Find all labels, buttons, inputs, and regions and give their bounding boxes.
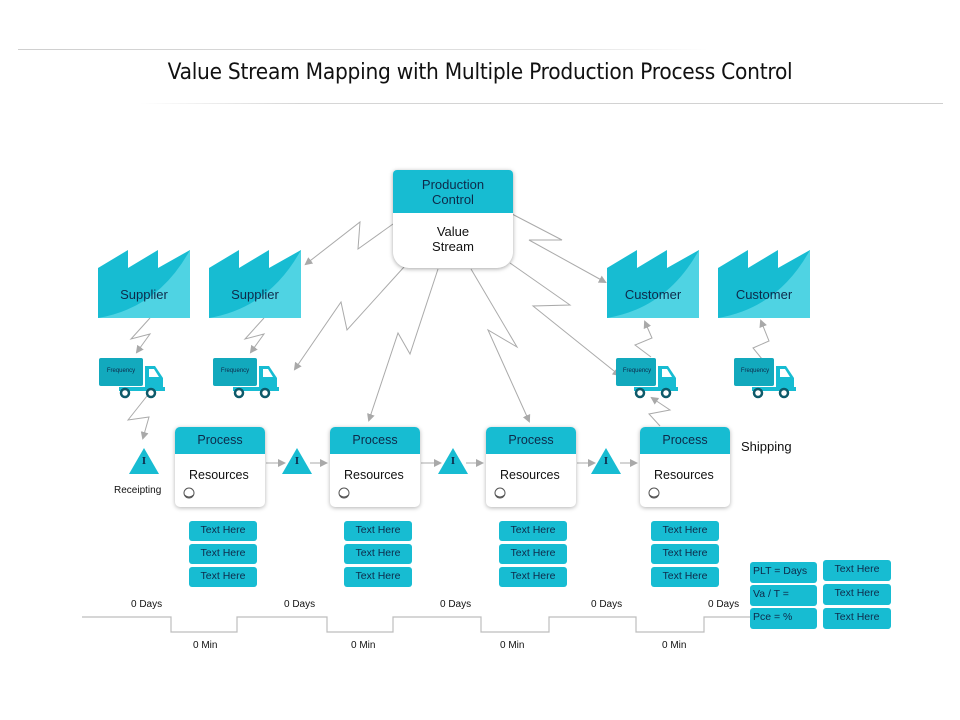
flow-supplier-1-to-truck-1 xyxy=(129,317,152,354)
supplier-factory-1[interactable]: Supplier xyxy=(98,250,190,318)
info-flow-to-truck-2 xyxy=(293,266,405,371)
process-box-4[interactable]: Process Resources xyxy=(640,427,730,507)
truck-icon xyxy=(616,358,678,399)
customer-factory-1[interactable]: Customer xyxy=(607,250,699,318)
process-1-note-2[interactable]: Text Here xyxy=(189,544,257,564)
truck-frequency-label: Frequency xyxy=(622,368,652,374)
timeline-days-4: 0 Days xyxy=(591,599,623,610)
factory-icon xyxy=(718,250,810,318)
factory-label: Supplier xyxy=(231,287,279,302)
flow-supplier-2-to-truck-2 xyxy=(243,317,266,354)
operator-icon xyxy=(494,487,506,499)
info-flow-to-truck-3 xyxy=(509,262,621,377)
timeline-min-2: 0 Min xyxy=(351,640,376,651)
info-flow-to-supplier xyxy=(304,220,394,266)
timeline-min-4: 0 Min xyxy=(662,640,687,651)
production-control-header: Production Control xyxy=(393,170,513,213)
inventory-2: I xyxy=(438,448,468,474)
process-box-3[interactable]: Process Resources xyxy=(486,427,576,507)
factory-icon xyxy=(209,250,301,318)
factory-icon xyxy=(607,250,699,318)
factory-label: Customer xyxy=(735,287,793,302)
truck-frequency-label: Frequency xyxy=(740,368,770,374)
process-3-note-1[interactable]: Text Here xyxy=(499,521,567,541)
process-resources: Resources xyxy=(189,468,249,482)
supplier-factory-2[interactable]: Supplier xyxy=(209,250,301,318)
process-box-1[interactable]: Process Resources xyxy=(175,427,265,507)
timeline-days-2: 0 Days xyxy=(284,599,316,610)
page-title: Value Stream Mapping with Multiple Produ… xyxy=(167,60,793,85)
summary-metric-pce[interactable]: Pce = % xyxy=(750,608,817,629)
process-1-note-3[interactable]: Text Here xyxy=(189,567,257,587)
timeline-days-1: 0 Days xyxy=(131,599,163,610)
factory-label: Supplier xyxy=(120,287,168,302)
process-3-note-3[interactable]: Text Here xyxy=(499,567,567,587)
truck-icon xyxy=(99,358,165,399)
process-header: Process xyxy=(640,427,730,454)
truck-frequency-label: Frequency xyxy=(220,368,250,374)
process-4-note-1[interactable]: Text Here xyxy=(651,521,719,541)
receipting-label: Receipting xyxy=(114,485,162,496)
truck-3[interactable]: Frequency xyxy=(616,358,684,400)
inventory-1: I xyxy=(282,448,312,474)
inventory-triangle-icon xyxy=(438,448,468,474)
inventory-triangle-icon xyxy=(129,448,159,474)
summary-value-2[interactable]: Text Here xyxy=(823,584,891,605)
title-top-rule xyxy=(18,49,708,50)
truck-icon xyxy=(213,358,279,399)
process-2-note-1[interactable]: Text Here xyxy=(344,521,412,541)
flow-truck-1-to-receipting xyxy=(126,395,150,440)
customer-factory-2[interactable]: Customer xyxy=(718,250,810,318)
process-resources: Resources xyxy=(344,468,404,482)
flow-process-4-to-truck-3 xyxy=(648,396,672,427)
flow-truck-4-to-customer-2 xyxy=(752,319,770,360)
flow-truck-3-to-customer-1 xyxy=(633,320,653,358)
truck-frequency-label: Frequency xyxy=(106,368,136,374)
process-box-2[interactable]: Process Resources xyxy=(330,427,420,507)
truck-4[interactable]: Frequency xyxy=(734,358,802,400)
summary-value-1[interactable]: Text Here xyxy=(823,560,891,581)
production-control-body: Value Stream xyxy=(432,224,474,254)
operator-icon xyxy=(648,487,660,499)
process-header: Process xyxy=(330,427,420,454)
summary-metric-va-t[interactable]: Va / T = xyxy=(750,585,817,606)
process-2-note-3[interactable]: Text Here xyxy=(344,567,412,587)
process-resources: Resources xyxy=(500,468,560,482)
timeline-min-3: 0 Min xyxy=(500,640,525,651)
factory-icon xyxy=(98,250,190,318)
inventory-triangle-icon xyxy=(282,448,312,474)
shipping-label: Shipping xyxy=(741,439,792,454)
summary-metric-plt[interactable]: PLT = Days xyxy=(750,562,817,583)
process-header: Process xyxy=(175,427,265,454)
process-2-note-2[interactable]: Text Here xyxy=(344,544,412,564)
process-1-note-1[interactable]: Text Here xyxy=(189,521,257,541)
process-resources: Resources xyxy=(654,468,714,482)
process-header: Process xyxy=(486,427,576,454)
process-4-note-3[interactable]: Text Here xyxy=(651,567,719,587)
production-control-box[interactable]: Production Control Value Stream xyxy=(393,170,513,268)
timeline-days-5: 0 Days xyxy=(708,599,740,610)
operator-icon xyxy=(338,487,350,499)
info-flow-to-customer xyxy=(511,213,607,283)
info-flow-to-process-3 xyxy=(470,268,531,423)
inventory-receipting: I xyxy=(129,448,159,474)
truck-icon xyxy=(734,358,796,399)
truck-1[interactable]: Frequency xyxy=(99,358,167,400)
info-flow-to-process-2 xyxy=(367,268,439,422)
summary-value-3[interactable]: Text Here xyxy=(823,608,891,629)
truck-2[interactable]: Frequency xyxy=(213,358,281,400)
timeline-days-3: 0 Days xyxy=(440,599,472,610)
operator-icon xyxy=(183,487,195,499)
timeline-ladder xyxy=(82,616,750,633)
factory-label: Customer xyxy=(624,287,682,302)
process-3-note-2[interactable]: Text Here xyxy=(499,544,567,564)
inventory-3: I xyxy=(591,448,621,474)
inventory-triangle-icon xyxy=(591,448,621,474)
timeline-min-1: 0 Min xyxy=(193,640,218,651)
process-4-note-2[interactable]: Text Here xyxy=(651,544,719,564)
title-bottom-rule xyxy=(140,103,943,104)
